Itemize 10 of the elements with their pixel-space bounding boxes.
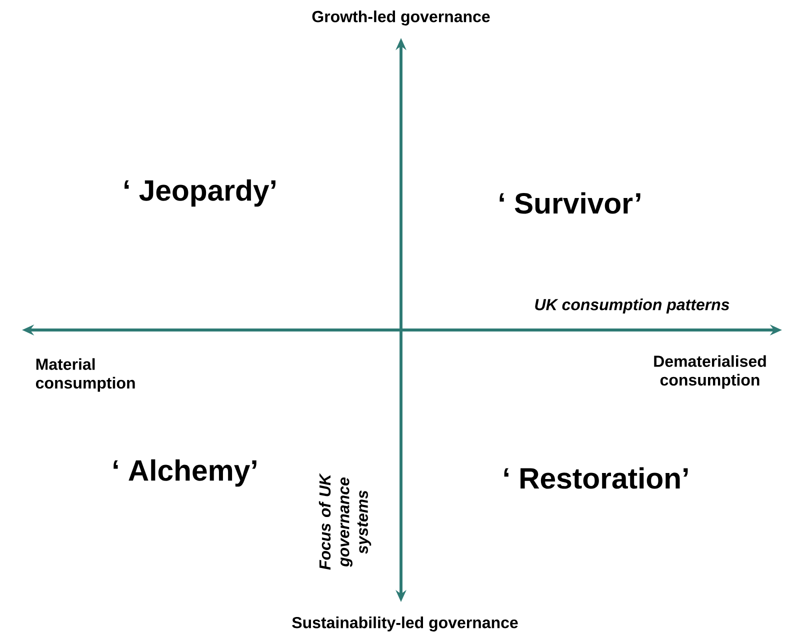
- axis-label: Growth-led governance: [312, 10, 490, 26]
- quadrant-label: ‘ Survivor’: [500, 192, 640, 214]
- axis-label: Sustainability-led governance: [292, 616, 518, 632]
- quadrant-label: ‘ Alchemy’: [114, 459, 256, 487]
- axis-title: UK consumption patterns: [535, 298, 730, 314]
- quadrant-label: ‘ Jeopardy’: [124, 179, 276, 207]
- quadrant-label: ‘ Restoration’: [504, 467, 688, 489]
- axis-label: Dematerialised consumption: [654, 355, 766, 389]
- axis-title: Focus of UK governance systems: [318, 473, 372, 570]
- axis-label: Material consumption: [36, 358, 135, 392]
